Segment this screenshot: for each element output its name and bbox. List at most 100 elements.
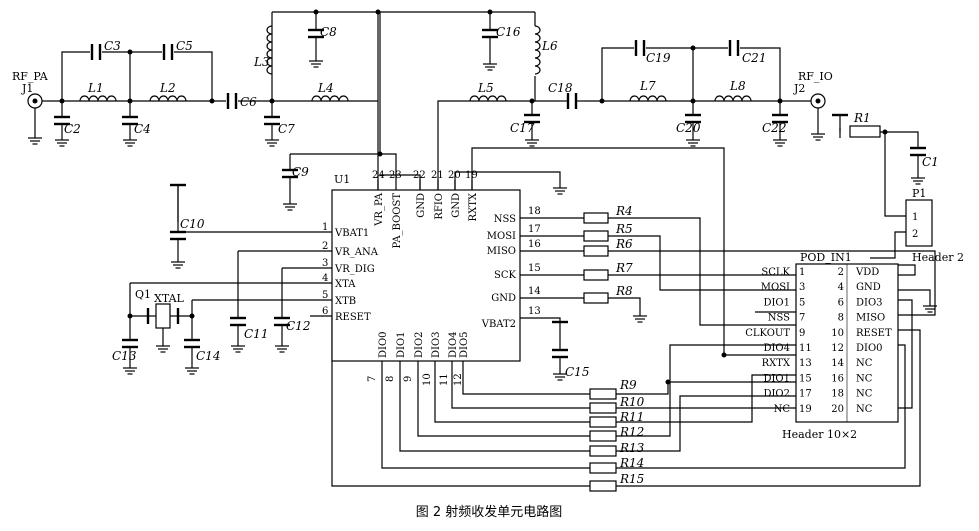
header-net-left-2: DIO1 — [763, 297, 790, 308]
u1-pin-num-14: 14 — [528, 286, 541, 297]
resistor-r8 — [583, 292, 609, 304]
capacitor-c11 — [230, 316, 246, 353]
label-c3: C3 — [104, 39, 121, 53]
u1-pin-name-vr-pa: VR_PA — [374, 192, 385, 227]
capacitor-c20 — [685, 101, 701, 147]
header-pin-num-right-6: 6 — [838, 297, 844, 308]
header-pin-num-left-13: 13 — [799, 358, 812, 369]
header-pin-num-left-11: 11 — [799, 343, 812, 354]
capacitor-c10 — [170, 183, 186, 269]
u1-pin-name-dio1: DIO1 — [396, 331, 407, 358]
header-pin-num-right-14: 14 — [831, 358, 844, 369]
u1-pin-name-rxtx: RXTX — [468, 192, 479, 221]
header-net-left-4: CLKOUT — [745, 328, 790, 339]
inductor-l6 — [534, 25, 541, 75]
label-c16: C16 — [496, 25, 521, 39]
header-net-left-8: DIO2 — [763, 389, 790, 400]
u1-pin-name-dio0: DIO0 — [378, 331, 389, 358]
u1-pin-name-vbat1: VBAT1 — [334, 228, 369, 239]
capacitor-c18 — [560, 93, 585, 109]
u1-pin-name-xta: XTA — [335, 279, 356, 290]
crystal-q1 — [146, 303, 180, 329]
capacitor-c14 — [184, 338, 200, 375]
label-c22: C22 — [762, 121, 786, 135]
header-net-left-5: DIO4 — [763, 343, 790, 354]
u1-pin-num-8: 8 — [385, 376, 396, 382]
u1-pin-name-gnd-22: GND — [416, 193, 427, 218]
label-j2: J2 — [793, 82, 805, 95]
resistor-r14 — [589, 462, 617, 474]
header-pin-num-left-7: 7 — [799, 313, 805, 324]
chip-u1-body — [331, 189, 521, 362]
label-p1: P1 — [912, 187, 926, 200]
label-r11: R11 — [619, 410, 644, 424]
connector-j1 — [27, 93, 48, 132]
u1-pin-name-gnd-20: GND — [451, 193, 462, 218]
label-u1: U1 — [334, 173, 350, 186]
capacitor-c16 — [482, 28, 498, 71]
label-r1: R1 — [853, 111, 871, 125]
label-q1: Q1 — [135, 288, 151, 301]
header-net-left-1: MOSI — [761, 282, 790, 293]
header-pin-num-right-16: 16 — [831, 373, 844, 384]
label-c10: C10 — [180, 217, 205, 231]
header-pin-num-left-17: 17 — [799, 389, 812, 400]
header-net-right-4: RESET — [856, 328, 892, 339]
label-c7: C7 — [278, 122, 295, 136]
u1-pin-name-vr-dig: VR_DIG — [334, 264, 375, 275]
resistor-r7 — [583, 269, 609, 281]
label-c14: C14 — [196, 349, 220, 363]
label-p1-pin2: 2 — [912, 229, 918, 240]
u1-pin-name-mosi: MOSI — [487, 231, 516, 242]
resistor-r6 — [583, 245, 609, 257]
header-pin-num-left-5: 5 — [799, 297, 805, 308]
label-header-10x2: Header 10×2 — [782, 428, 857, 441]
capacitor-c6 — [226, 93, 238, 109]
u1-pin-name-rfio: RFIO — [434, 193, 445, 220]
u1-pin-num-24: 24 — [372, 170, 385, 181]
label-c5: C5 — [176, 39, 193, 53]
capacitor-c19 — [634, 40, 646, 56]
resistor-r13 — [589, 445, 617, 457]
label-c15: C15 — [565, 365, 589, 379]
capacitor-c8 — [308, 28, 324, 68]
label-r13: R13 — [619, 441, 645, 455]
resistor-r10 — [589, 402, 617, 414]
label-l5: L5 — [477, 81, 494, 95]
header-net-right-0: VDD — [855, 267, 879, 278]
u1-pin-name-vr-ana: VR_ANA — [334, 247, 379, 258]
header-net-left-6: RXTX — [762, 358, 791, 369]
capacitor-c3 — [90, 44, 102, 60]
resistor-r11 — [589, 416, 617, 428]
u1-pin-num-11: 11 — [439, 373, 450, 386]
label-c17: C17 — [510, 121, 535, 135]
wires — [48, 11, 936, 487]
u1-pin-name-gnd: GND — [491, 293, 516, 304]
u1-pin-name-pa-boost: PA_BOOST — [392, 193, 403, 249]
label-l8: L8 — [729, 79, 746, 93]
header-p1-body — [905, 199, 933, 247]
label-c19: C19 — [646, 51, 671, 65]
label-c12: C12 — [286, 319, 310, 333]
labels: RF_PA J1 RF_IO J2 P1 1 2 Header 2 L1 L2 … — [12, 25, 964, 486]
rf-connectors — [27, 93, 826, 132]
label-c13: C13 — [112, 349, 137, 363]
header-net-right-2: DIO3 — [856, 297, 883, 308]
label-c4: C4 — [134, 122, 151, 136]
label-l7: L7 — [639, 79, 656, 93]
label-c11: C11 — [244, 327, 268, 341]
capacitor-c9 — [282, 168, 298, 211]
header-pin-num-right-4: 4 — [838, 282, 844, 293]
header-net-right-5: DIO0 — [856, 343, 883, 354]
u1-pin-num-7: 7 — [367, 376, 378, 382]
u1-pin-num-19: 19 — [465, 170, 478, 181]
resistor-r15 — [589, 480, 617, 492]
inductor-l4 — [311, 95, 349, 102]
capacitor-c22 — [772, 101, 788, 147]
u1-pin-num-2: 2 — [322, 241, 328, 252]
capacitors — [54, 28, 926, 381]
ground-symbols — [27, 113, 938, 353]
header-pin-num-left-3: 3 — [799, 282, 805, 293]
connector-j2 — [810, 93, 826, 128]
